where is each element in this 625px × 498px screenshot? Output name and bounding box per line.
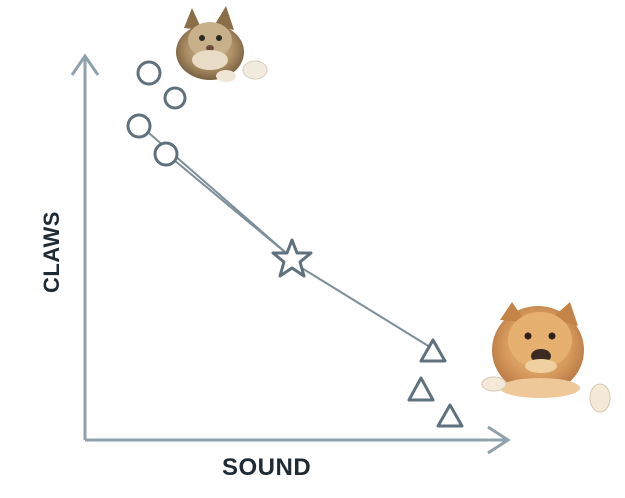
circle-marker (163, 86, 187, 110)
distance-lines (141, 126, 431, 348)
star-marker (271, 238, 313, 278)
triangle-marker (407, 376, 435, 402)
circle-markers (126, 60, 187, 167)
circle-marker (126, 113, 152, 139)
cat-picture (176, 6, 268, 82)
distance-line-to-triangle (291, 261, 431, 348)
x-axis-arrowhead (487, 425, 511, 455)
distance-line-to-circle-2 (167, 154, 293, 259)
dog-picture (481, 302, 611, 413)
circle-marker (153, 141, 179, 167)
triangle-markers (407, 338, 464, 428)
circle-marker (136, 60, 162, 86)
axes (70, 53, 511, 455)
y-axis-label: CLAWS (39, 211, 64, 293)
x-axis-label: SOUND (222, 454, 312, 481)
y-axis-arrowhead (70, 53, 100, 76)
triangle-marker (419, 338, 447, 363)
triangle-marker (436, 403, 464, 428)
